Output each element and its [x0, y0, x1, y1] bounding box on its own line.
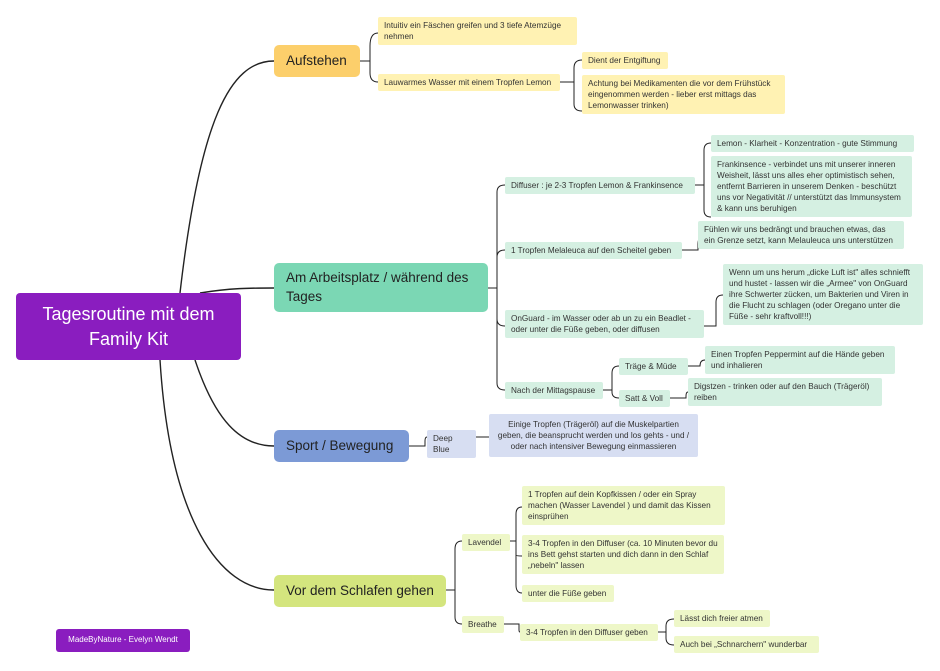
arbeit-onguard[interactable]: OnGuard - im Wasser oder ab un zu ein Be… — [505, 310, 704, 339]
sport-application[interactable]: Einige Tropfen (Trägeröl) auf die Muskel… — [489, 414, 698, 458]
branch-sport-label: Sport / Bewegung — [286, 437, 394, 453]
branch-arbeitsplatz[interactable]: Am Arbeitsplatz / während des Tages — [274, 263, 488, 312]
author-signature: MadeByNature - Evelyn Wendt — [56, 629, 190, 652]
branch-arbeitsplatz-label: Am Arbeitsplatz / während des Tages — [286, 270, 469, 304]
schlaf-breathe-diffuser[interactable]: 3-4 Tropfen in den Diffuser geben — [520, 624, 658, 642]
arbeit-frankinsence-effect[interactable]: Frankinsence - verbindet uns mit unserer… — [711, 156, 912, 218]
branch-schlafen[interactable]: Vor dem Schlafen gehen — [274, 575, 446, 607]
arbeit-diffuser[interactable]: Diffuser : je 2-3 Tropfen Lemon & Franki… — [505, 177, 695, 195]
arbeit-tired-remedy[interactable]: Einen Tropfen Peppermint auf die Hände g… — [705, 346, 895, 375]
aufstehen-medication-warning[interactable]: Achtung bei Medikamenten die vor dem Frü… — [582, 75, 785, 115]
schlaf-breathe-effect[interactable]: Lässt dich freier atmen — [674, 610, 770, 628]
arbeit-melaleuca-effect[interactable]: Fühlen wir uns bedrängt und brauchen etw… — [698, 221, 904, 250]
schlaf-lavendel-diffuser[interactable]: 3-4 Tropfen in den Diffuser (ca. 10 Minu… — [522, 535, 724, 575]
branch-sport[interactable]: Sport / Bewegung — [274, 430, 409, 462]
schlaf-lavendel[interactable]: Lavendel — [462, 534, 510, 552]
aufstehen-detoxification[interactable]: Dient der Entgiftung — [582, 52, 668, 70]
arbeit-full-remedy[interactable]: Digstzen - trinken oder auf den Bauch (T… — [688, 378, 882, 407]
branch-aufstehen-label: Aufstehen — [286, 52, 347, 68]
sport-oil-deep-blue[interactable]: Deep Blue — [427, 430, 476, 459]
arbeit-tired[interactable]: Träge & Müde — [619, 358, 688, 376]
schlaf-lavendel-pillow[interactable]: 1 Tropfen auf dein Kopfkissen / oder ein… — [522, 486, 725, 526]
branch-aufstehen[interactable]: Aufstehen — [274, 45, 360, 77]
arbeit-after-lunch[interactable]: Nach der Mittagspause — [505, 382, 603, 400]
central-topic-label: Tagesroutine mit dem Family Kit — [42, 304, 215, 349]
schlaf-breathe[interactable]: Breathe — [462, 616, 504, 634]
arbeit-onguard-effect[interactable]: Wenn um uns herum „dicke Luft ist" alles… — [723, 264, 923, 326]
arbeit-lemon-effect[interactable]: Lemon - Klarheit - Konzentration - gute … — [711, 135, 914, 153]
schlaf-lavendel-feet[interactable]: unter die Füße geben — [522, 585, 614, 603]
central-topic[interactable]: Tagesroutine mit dem Family Kit — [16, 293, 241, 360]
author-signature-label: MadeByNature - Evelyn Wendt — [68, 635, 178, 645]
aufstehen-tip-lemon-water[interactable]: Lauwarmes Wasser mit einem Tropfen Lemon — [378, 74, 560, 92]
arbeit-full[interactable]: Satt & Voll — [619, 390, 670, 408]
branch-schlafen-label: Vor dem Schlafen gehen — [286, 582, 434, 598]
arbeit-melaleuca[interactable]: 1 Tropfen Melaleuca auf den Scheitel geb… — [505, 242, 682, 260]
schlaf-breathe-snoring[interactable]: Auch bei „Schnarchern" wunderbar — [674, 636, 819, 654]
aufstehen-tip-faeschen[interactable]: Intuitiv ein Fäschen greifen und 3 tiefe… — [378, 17, 577, 46]
